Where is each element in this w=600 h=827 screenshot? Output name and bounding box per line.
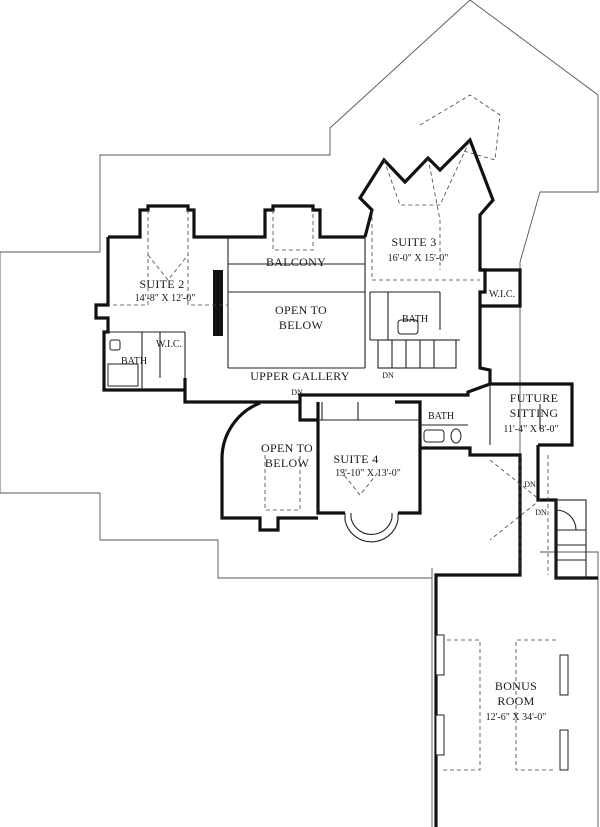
suite2-name: SUITE 2 — [139, 277, 184, 291]
suite4-dims: 13'-10" X 13'-0" — [335, 468, 401, 479]
future-sitting-line1: FUTURE — [510, 391, 558, 405]
suite3-name: SUITE 3 — [391, 235, 436, 249]
bonus-room-line2: ROOM — [497, 694, 534, 708]
suite3-dims: 16'-0" X 15'-0" — [388, 253, 449, 264]
interior-walls — [104, 237, 587, 579]
stair-down-label-1: DN — [382, 371, 394, 380]
suite4-name: SUITE 4 — [333, 452, 378, 466]
bonus-room-dims: 12'-6" X 34'-0" — [486, 712, 547, 723]
bonus-room-line1: BONUS — [495, 679, 537, 693]
ceiling-lines — [108, 94, 556, 771]
suite3-wic-name: W.I.C. — [489, 289, 515, 300]
suite4-bath-name: BATH — [428, 411, 454, 422]
open-below-1-line2: BELOW — [279, 318, 324, 332]
exterior-walls — [94, 137, 598, 827]
stair-down-label-3: DN — [524, 480, 536, 489]
room-labels: SUITE 2 14'-8" X 12'-0" BALCONY SUITE 3 … — [121, 235, 559, 723]
stair-down-label-2: DN — [291, 388, 303, 397]
open-below-1-line1: OPEN TO — [275, 303, 327, 317]
stair-down-label-4: DN — [535, 508, 547, 517]
upper-gallery-name: UPPER GALLERY — [250, 369, 350, 383]
future-sitting-dims: 11'-4" X 8'-0" — [503, 424, 558, 435]
open-below-2-line2: BELOW — [265, 456, 310, 470]
fixtures — [107, 319, 569, 771]
future-sitting-line2: SITTING — [510, 406, 559, 420]
balcony-name: BALCONY — [266, 255, 326, 269]
suite3-bath-name: BATH — [402, 314, 428, 325]
suite2-bath-name: BATH — [121, 356, 147, 367]
stair-markers: DN DN DN DN — [291, 371, 547, 517]
suite2-wic-name: W.I.C. — [156, 339, 182, 350]
suite2-dims: 14'-8" X 12'-0" — [135, 293, 196, 304]
open-below-2-line1: OPEN TO — [261, 441, 313, 455]
